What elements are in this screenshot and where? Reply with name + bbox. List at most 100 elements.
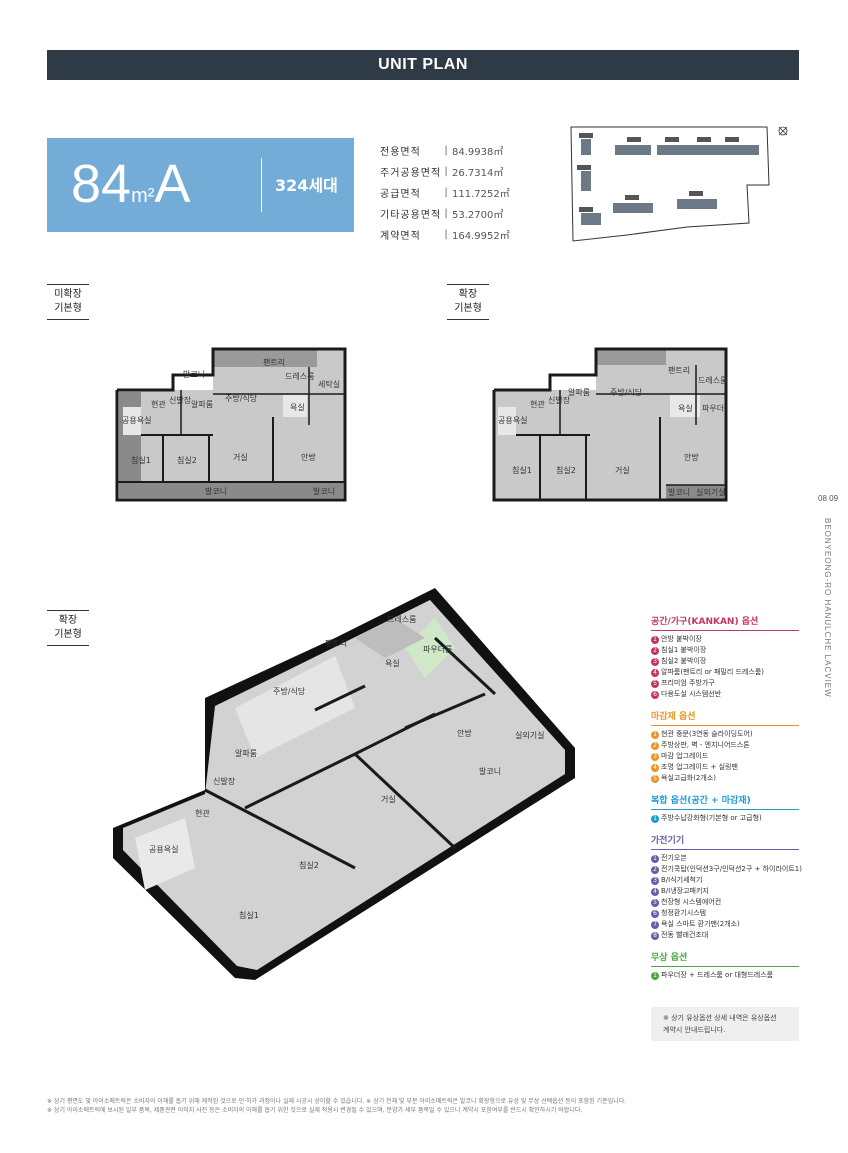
room-label: 발코니	[183, 369, 205, 379]
iso-floor	[113, 588, 575, 980]
option-number-badge: 1	[651, 971, 659, 980]
area-row: 계약면적|164.9952㎡	[380, 224, 510, 245]
room-label: 팬트리	[325, 639, 347, 648]
room-label: 팬트리	[263, 358, 285, 367]
option-number-badge: 1	[651, 814, 659, 823]
option-number-badge: 4	[651, 887, 659, 896]
option-number-badge: 1	[651, 635, 659, 644]
option-item-label: 프리미엄 주방가구	[661, 679, 715, 687]
option-item-label: 전동 빨래건조대	[661, 931, 709, 939]
area-value: 26.7314㎡	[452, 168, 504, 179]
option-number-badge: 6	[651, 690, 659, 699]
area-row: 기타공용면적|53.2700㎡	[380, 203, 510, 224]
option-number-badge: 2	[651, 865, 659, 874]
room-label: 현관	[151, 399, 166, 409]
option-number-badge: 3	[651, 657, 659, 666]
unit-size: 84	[71, 154, 132, 214]
floor-plan-unexpanded: 현관 신발장 알파룸 주방/식당 팬트리 세탁실 드레스룸 욕실 공용욕실 침실…	[115, 347, 347, 502]
note-line: ※ 상기 유상옵션 상세 내역은 유상옵션	[663, 1014, 777, 1022]
area-row: 공급면적|111.7252㎡	[380, 182, 510, 203]
plan-tag-unexpanded: 미확장 기본형	[47, 284, 89, 320]
iso-walls	[204, 636, 497, 870]
option-number-badge: 8	[651, 931, 659, 940]
unit-type-letter: A	[154, 154, 191, 214]
room-label: 공용욕실	[498, 415, 527, 425]
option-number-badge: 1	[651, 854, 659, 863]
isometric-plan: 주방/식당 드레스룸 욕실 파우더룸 팬트리 알파룸 현관 신발장 공용욕실 침…	[113, 588, 575, 980]
brand-vertical: BEONYEONG-RO HANULCHE LACVIEW	[823, 518, 832, 698]
room-label: 거실	[233, 452, 248, 462]
room-label: 파우더룸	[423, 645, 452, 654]
option-number-badge: 2	[651, 741, 659, 750]
area-table: 전용면적|84.9938㎡ 주거공용면적|26.7314㎡ 공급면적|111.7…	[380, 140, 510, 245]
room-label: 신발장	[169, 395, 192, 405]
room-label: 침실2	[177, 455, 197, 465]
plan-tag-isometric: 확장 기본형	[47, 610, 89, 646]
room-label: 안방	[301, 452, 316, 462]
option-item-label: 전기오븐	[661, 854, 687, 862]
area-sep: |	[444, 208, 448, 219]
area-label: 주거공용면적	[380, 168, 442, 179]
room-label: 알파룸	[568, 387, 590, 397]
option-number-badge: 3	[651, 876, 659, 885]
room-label: 욕실	[385, 658, 400, 668]
area-sep: |	[444, 187, 448, 198]
option-item-label: 침실1 붙박이장	[661, 646, 707, 654]
option-group-title: 마감재 옵션	[651, 709, 799, 726]
option-item-label: 욕실 스마트 환기팬(2개소)	[661, 920, 740, 928]
room-label: 알파룸	[191, 399, 213, 409]
tag-line: 확장	[58, 615, 78, 626]
room-label: 현관	[530, 399, 545, 409]
option-item-label: B/I식기세척기	[661, 876, 703, 884]
room-label: 현관	[195, 808, 210, 818]
option-item-label: 현관 중문(3연동 슬라이딩도어)	[661, 730, 753, 738]
room-label: 드레스룸	[387, 615, 416, 624]
area-value: 164.9952㎡	[452, 231, 510, 242]
room-label: 주방/식당	[610, 387, 643, 397]
option-number-badge: 2	[651, 646, 659, 655]
option-group-title: 가전기기	[651, 833, 799, 850]
tag-line: 기본형	[454, 303, 482, 314]
room-label: 신발장	[548, 395, 571, 405]
walls	[492, 347, 728, 502]
option-item-label: 마감 업그레이드	[661, 752, 709, 760]
option-number-badge: 6	[651, 909, 659, 918]
option-number-badge: 4	[651, 763, 659, 772]
unit-size-suffix: m²	[131, 185, 155, 207]
option-item-label: 주방수납강화형(기본형 or 고급형)	[661, 814, 762, 822]
area-sep: |	[444, 229, 448, 240]
unit-divider	[261, 158, 262, 212]
footer-line: ※ 상기 평면도 및 아이소메트릭은 소비자의 이해를 돕기 위해 제작된 것으…	[47, 1098, 627, 1105]
option-number-badge: 5	[651, 679, 659, 688]
page-title: UNIT PLAN	[378, 56, 468, 73]
area-sep: |	[444, 166, 448, 177]
option-item-label: 다용도실 시스템선반	[661, 690, 722, 698]
option-item-label: 파우더장 + 드레스룸 or 대형드레스룸	[661, 971, 774, 979]
tag-line: 미확장	[54, 289, 82, 300]
room-label: 발코니	[479, 766, 501, 776]
room-label: 알파룸	[235, 748, 257, 758]
room-label: 드레스룸	[285, 372, 314, 381]
room-label: 신발장	[213, 776, 236, 786]
room-label: 공용욕실	[122, 415, 151, 425]
area-label: 공급면적	[380, 189, 421, 200]
option-item-label: 청정환기시스템	[661, 909, 707, 917]
room-label: 욕실	[678, 403, 693, 413]
